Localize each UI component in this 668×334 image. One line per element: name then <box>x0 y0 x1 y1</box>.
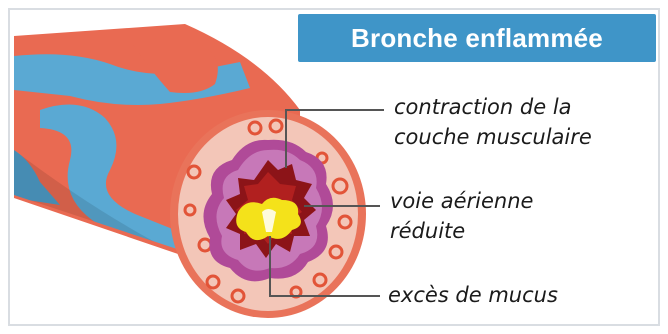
label-excess-mucus: excès de mucus <box>388 280 558 310</box>
label-line: excès de mucus <box>388 280 558 310</box>
title-banner: Bronche enflammée <box>298 14 656 62</box>
label-line: couche musculaire <box>394 122 592 152</box>
label-line: voie aérienne <box>390 186 533 216</box>
label-line: contraction de la <box>394 92 592 122</box>
diagram-title: Bronche enflammée <box>351 23 603 54</box>
bronchus-cross-section <box>170 110 366 318</box>
label-line: réduite <box>390 216 533 246</box>
label-muscle-contraction: contraction de la couche musculaire <box>394 92 592 152</box>
label-narrowed-airway: voie aérienne réduite <box>390 186 533 246</box>
